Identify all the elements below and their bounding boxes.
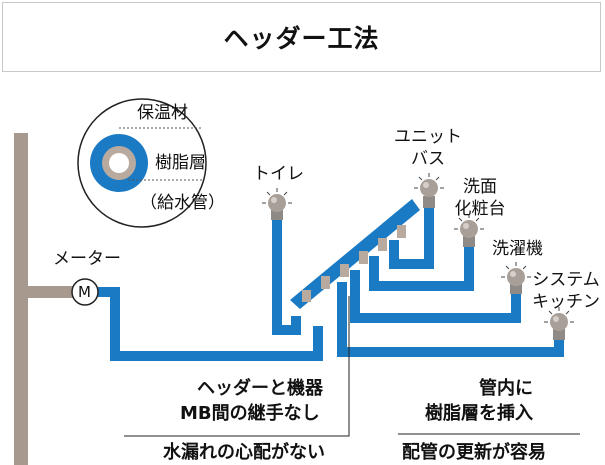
pipe-meter-to-header [98,287,323,361]
pipe-washer [350,270,521,323]
pipe-toilet [272,218,301,335]
diagram-title: ヘッダー工法 [223,24,380,53]
kitchen-label-line1: システム [532,270,600,290]
note-left-bottom: 水漏れの心配がない [163,442,325,463]
faucet-toilet [262,188,292,220]
faucet-washbasin [454,214,484,247]
pipe-cross-section-inset [77,98,207,228]
note-right-line2: 樹脂層を挿入 [425,403,533,424]
washbasin-label-line1: 洗面 [463,177,497,197]
meter-symbol: M [78,283,91,301]
note-right-line1: 管内に [479,378,533,399]
note-left-line2: MB間の継手なし [180,403,320,424]
unit-bath-label-line2: バス [411,149,445,169]
insulation-label: 保温材 [137,103,188,123]
toilet-label: トイレ [253,164,304,184]
kitchen-label-line2: キッチン [532,292,600,312]
meter-branch-pipe [28,286,78,298]
pipe-kitchen [337,282,564,357]
faucet-washer [501,262,531,294]
left-callout-line [124,296,350,437]
note-right-bottom: 配管の更新が容易 [402,442,546,463]
main-supply-pipe [14,133,28,465]
blue-pipes [98,206,564,361]
header-stubs [302,225,406,302]
faucet-unit-bath [414,173,444,208]
washbasin-label-line2: 化粧台 [454,199,506,219]
meter-label: メーター [53,249,121,269]
note-left-line1: ヘッダーと機器 [197,378,323,399]
pipe-washbasin [369,245,474,291]
unit-bath-label-line1: ユニット [394,127,462,147]
meter-icon [71,278,99,306]
supply-pipe-label: （給水管） [140,193,225,213]
title-box: ヘッダー工法 [2,2,601,72]
resin-layer-label: 樹脂層 [155,153,206,173]
faucet-kitchen [544,307,574,340]
washer-label: 洗濯機 [492,239,543,259]
pipe-unit-bath [389,206,434,269]
